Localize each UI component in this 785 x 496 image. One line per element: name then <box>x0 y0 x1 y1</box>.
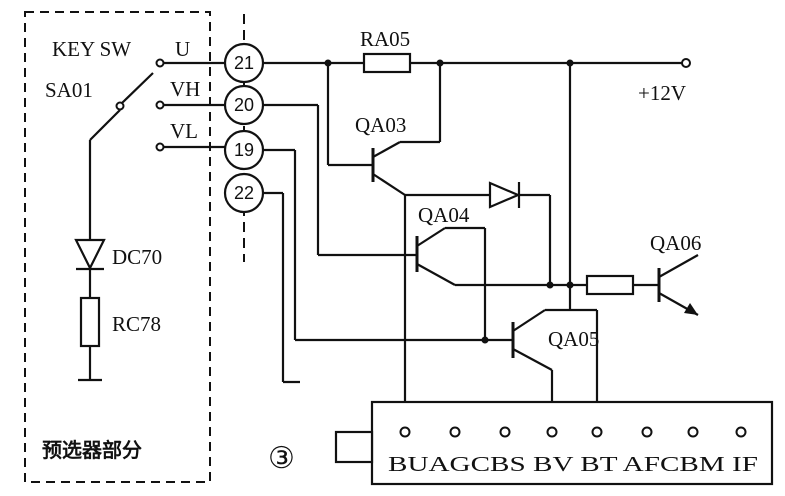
transistor-qa06 <box>657 254 699 316</box>
key-sw-label: KEY SW <box>52 37 131 61</box>
qa04-label: QA04 <box>418 203 470 227</box>
svg-text:20: 20 <box>234 95 254 115</box>
sa01-label: SA01 <box>45 78 93 102</box>
pin-19: 19 <box>223 129 265 171</box>
pin-21: 21 <box>223 42 265 84</box>
svg-text:21: 21 <box>234 53 254 73</box>
diode-top <box>405 181 552 285</box>
resistor-rc78 <box>78 296 102 382</box>
pin-20: 20 <box>223 84 265 126</box>
svg-text:19: 19 <box>234 140 254 160</box>
resistor-ra05 <box>362 52 412 74</box>
ra05-label: RA05 <box>360 27 410 51</box>
preselector-box <box>24 11 211 483</box>
transistor-qa05 <box>263 148 599 430</box>
dc70-label: DC70 <box>112 245 162 269</box>
plus12v-label: +12V <box>638 81 686 105</box>
qa03-label: QA03 <box>355 113 406 137</box>
qa06-label: QA06 <box>650 231 701 255</box>
module-box <box>334 400 774 486</box>
u-label: U <box>175 37 190 61</box>
terminal-12v <box>681 58 691 68</box>
qa05-label: QA05 <box>548 327 599 351</box>
resistor-qa06-base <box>585 274 658 296</box>
rc78-label: RC78 <box>112 312 161 336</box>
diode-dc70 <box>74 238 106 298</box>
key-switch-sa01 <box>88 58 165 240</box>
vh-label: VH <box>170 77 200 101</box>
vl-label: VL <box>170 119 198 143</box>
bus-labels: BUAGCBS BV BT AFCBM IF <box>388 452 758 476</box>
circle3-label: ③ <box>268 441 295 476</box>
transistor-qa03 <box>326 63 442 196</box>
pin-22: 22 <box>223 172 265 214</box>
section-label: 预选器部分 <box>42 438 142 462</box>
svg-text:22: 22 <box>234 183 254 203</box>
